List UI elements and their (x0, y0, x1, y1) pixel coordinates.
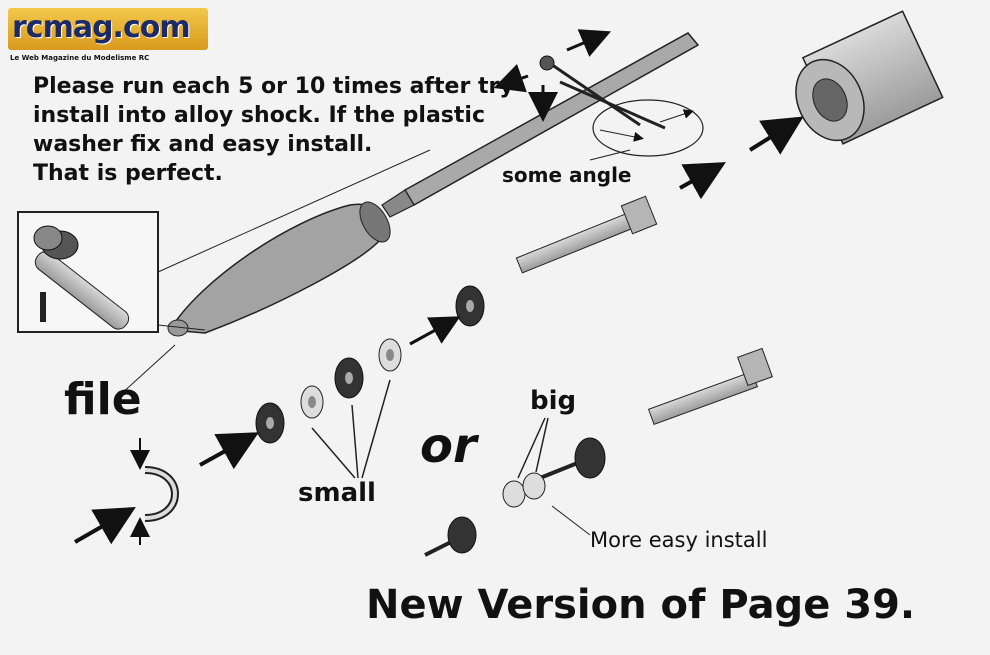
small-label: small (298, 478, 376, 508)
big-label: big (530, 386, 577, 416)
rcmag-logo[interactable]: rcmag.com Le Web Magazine du Modelisme R… (4, 8, 208, 66)
logo-wordmark: rcmag.com (12, 10, 191, 45)
angle-detail (493, 29, 704, 161)
washer-stack-illustration (199, 285, 485, 479)
logo-banner (8, 8, 208, 50)
instruction-line-2: install into alloy shock. If the plastic (33, 103, 485, 128)
lower-bolt-illustration (647, 347, 773, 425)
installation-instructions: Please run each 5 or 10 times after try … (33, 72, 514, 188)
inset-detail (17, 149, 431, 333)
shock-body-illustration (795, 10, 944, 145)
upper-bolt-illustration (515, 195, 658, 274)
instruction-line-3: washer fix and easy install. (33, 132, 373, 157)
more-easy-install-label: More easy install (590, 528, 768, 552)
logo-tagline: Le Web Magazine du Modelisme RC (10, 54, 150, 62)
some-angle-label: some angle (502, 163, 632, 187)
or-label: or (420, 418, 477, 474)
file-label: file (64, 374, 142, 425)
instruction-line-4: That is perfect. (33, 161, 223, 186)
e-clip-illustration (74, 344, 179, 545)
instruction-line-1: Please run each 5 or 10 times after try (33, 74, 514, 99)
big-washer-alternative (424, 417, 606, 557)
page-version-title: New Version of Page 39. (366, 582, 916, 628)
